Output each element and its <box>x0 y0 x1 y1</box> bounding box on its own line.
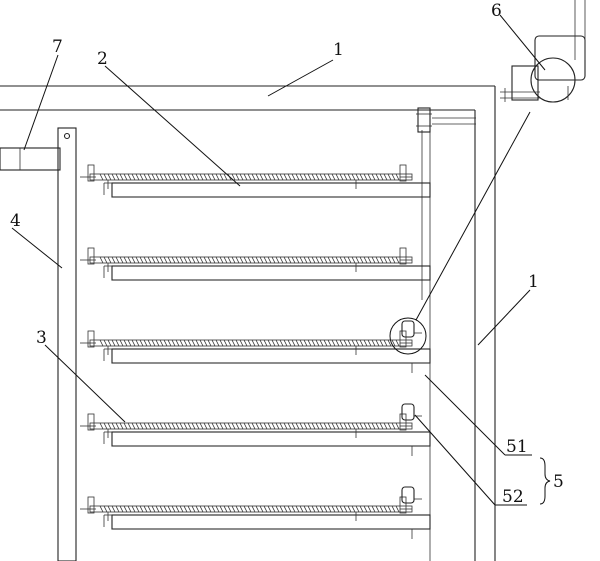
label-frame-top: 1 <box>333 40 344 60</box>
inlet-pipe <box>0 147 61 171</box>
shaft-end-left <box>87 164 95 182</box>
shaft-end-left <box>87 413 95 431</box>
motor <box>500 0 586 103</box>
tray <box>111 348 431 364</box>
leader-3 <box>44 344 126 423</box>
tray <box>111 514 431 530</box>
bearing-bracket <box>416 107 476 133</box>
label-part-51: 51 <box>506 437 528 457</box>
vertical-post <box>57 127 77 561</box>
detail-circle <box>389 317 427 355</box>
brace-5 <box>539 457 551 505</box>
nut <box>401 403 415 421</box>
screw-thread <box>99 339 400 347</box>
leader-52 <box>414 414 496 506</box>
shaft-end-right <box>399 413 407 431</box>
leader-2 <box>104 65 241 187</box>
shaft-end-right <box>399 496 407 514</box>
label-screw: 3 <box>36 328 47 348</box>
label-assembly: 5 <box>553 472 564 492</box>
shaft-end-right <box>399 164 407 182</box>
screw-thread <box>99 173 400 181</box>
detail-leader <box>415 111 531 321</box>
tray <box>111 431 431 447</box>
label-inlet: 7 <box>52 37 63 57</box>
leader-4 <box>11 227 63 269</box>
shaft-end-left <box>87 247 95 265</box>
leader-1-top <box>267 59 334 97</box>
label-frame-side: 1 <box>528 272 539 292</box>
leader-1-side <box>477 289 531 346</box>
nut <box>401 320 415 338</box>
leader-7 <box>23 54 59 151</box>
shaft-end-right <box>399 247 407 265</box>
leader-51 <box>424 374 506 456</box>
label-motor: 6 <box>491 1 502 21</box>
tray <box>111 265 431 281</box>
shaft-end-left <box>87 496 95 514</box>
screw-thread <box>99 256 400 264</box>
shelf-group <box>80 164 431 539</box>
nut <box>401 486 415 504</box>
shaft-end-right <box>399 330 407 348</box>
screw-thread <box>99 422 400 430</box>
label-rack: 2 <box>97 49 108 69</box>
leader-6 <box>499 14 546 71</box>
tray <box>111 182 431 198</box>
label-post: 4 <box>10 211 21 231</box>
label-part-52: 52 <box>502 487 524 507</box>
shaft-end-left <box>87 330 95 348</box>
screw-thread <box>99 505 400 513</box>
